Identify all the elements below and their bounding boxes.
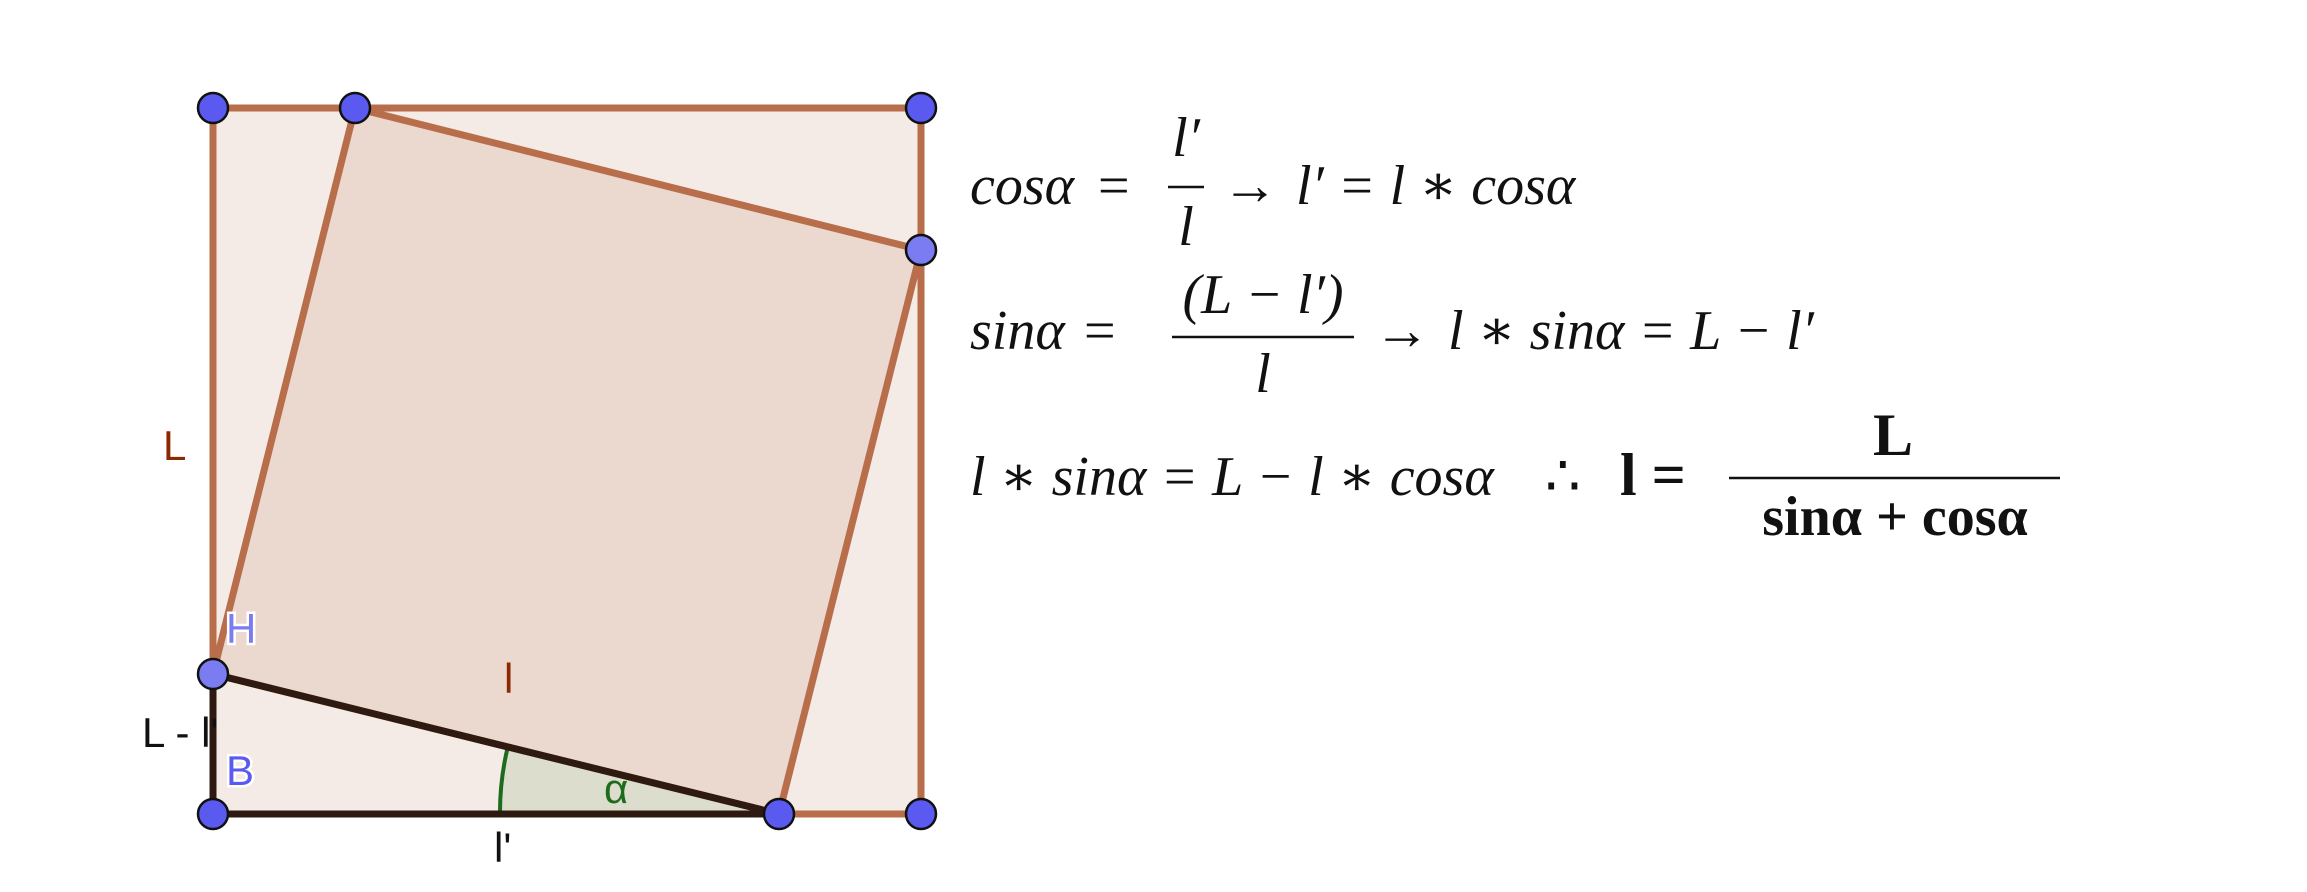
point-h (196, 657, 230, 691)
eq1-denominator: l (1178, 196, 1194, 258)
point-top-inner (338, 91, 372, 125)
point-right-inner (904, 233, 938, 267)
point-top-left (196, 91, 230, 125)
segment-l-hypotenuse (212, 670, 780, 818)
eq3-result-lhs: l = (1620, 442, 1686, 508)
eq3-numerator: L (1873, 402, 1913, 468)
eq2-lhs: sinα (970, 300, 1066, 362)
equation-2: sinα = (L − l′) l → l ∗ sinα = L − l′ (970, 264, 1815, 405)
eq2-numerator: (L − l′) (1182, 264, 1343, 326)
eq3-lhs: l ∗ sinα = L − l ∗ cosα (970, 446, 1495, 508)
point-top-right (904, 91, 938, 125)
label-difference: L - l' (142, 709, 218, 756)
label-projection: l' (494, 824, 511, 871)
eq1-lhs: cosα (970, 155, 1076, 217)
point-bottom-right (904, 797, 938, 831)
eq1-equals: = (1098, 155, 1130, 217)
eq1-rhs: l′ = l ∗ cosα (1296, 155, 1577, 217)
label-angle: α (604, 765, 628, 812)
point-bottom-inner (762, 797, 796, 831)
eq1-numerator: l′ (1172, 107, 1201, 169)
point-b (196, 797, 230, 831)
label-inner-side: l (504, 655, 513, 702)
eq1-arrow: → (1222, 155, 1278, 217)
eq2-equals: = (1084, 300, 1116, 362)
eq2-rhs: l ∗ sinα = L − l′ (1448, 300, 1815, 362)
label-outer-side: L (163, 422, 186, 469)
equation-3: l ∗ sinα = L − l ∗ cosα ∴ l = L sinα + c… (970, 402, 2060, 548)
eq2-arrow: → (1374, 300, 1430, 362)
equation-1: cosα = l′ l → l′ = l ∗ cosα (970, 107, 1577, 258)
label-point-b: B (226, 747, 254, 794)
eq3-therefore: ∴ (1545, 446, 1581, 508)
eq3-denominator: sinα + cosα (1762, 486, 2028, 548)
label-point-h: H (226, 605, 256, 652)
eq2-denominator: l (1255, 343, 1271, 405)
